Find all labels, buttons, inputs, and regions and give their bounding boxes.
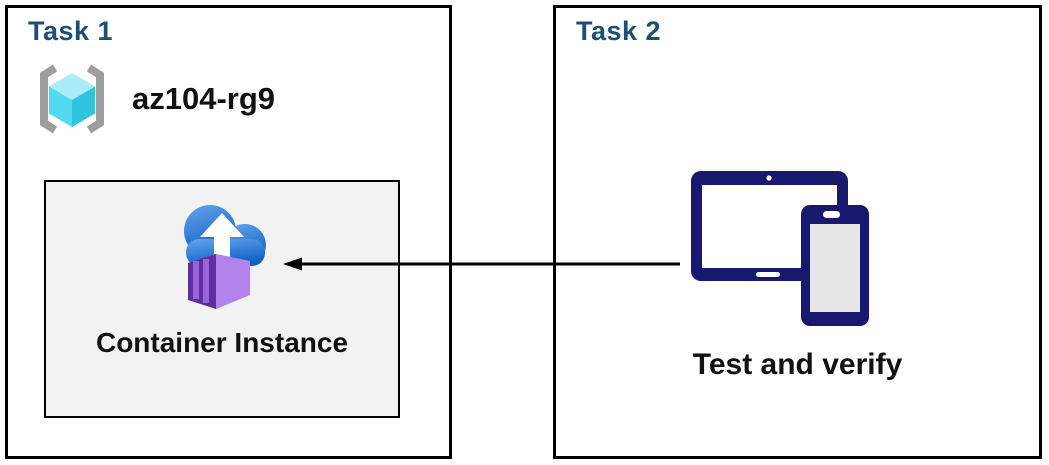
phone-icon (801, 205, 869, 326)
resource-group-name: az104-rg9 (132, 81, 276, 116)
arrow-head (283, 257, 302, 271)
container-rib (193, 261, 199, 299)
container-end-face (188, 254, 216, 309)
cube-left-face (49, 86, 72, 127)
tablet-camera-dot (766, 175, 772, 181)
task2-box: Task 2 Test and verify (553, 5, 1042, 459)
container-instance-label: Container Instance (95, 327, 349, 358)
resource-group-icon (40, 64, 104, 134)
container-rib (203, 259, 209, 303)
task1-title: Task 1 (28, 16, 114, 46)
resource-group-row: az104-rg9 (32, 63, 275, 135)
left-bracket-shape (40, 64, 58, 134)
upload-arrow-icon (200, 213, 244, 260)
cube-right-face (72, 86, 95, 127)
tablet-phone-icon (691, 171, 869, 326)
task2-title: Task 2 (576, 16, 662, 46)
container-box-shape (188, 254, 250, 309)
devices-icon (686, 168, 876, 328)
phone-speaker (823, 211, 840, 218)
test-and-verify-label: Test and verify (692, 348, 903, 381)
container-instance-panel: Container Instance (44, 180, 400, 418)
tablet-home-button (756, 272, 780, 277)
container-instance-icon (184, 205, 266, 309)
task1-box: Task 1 az104-rg9 (5, 5, 452, 459)
container-side-face (216, 254, 250, 309)
flow-arrow (283, 257, 680, 271)
right-bracket-shape (86, 64, 104, 134)
